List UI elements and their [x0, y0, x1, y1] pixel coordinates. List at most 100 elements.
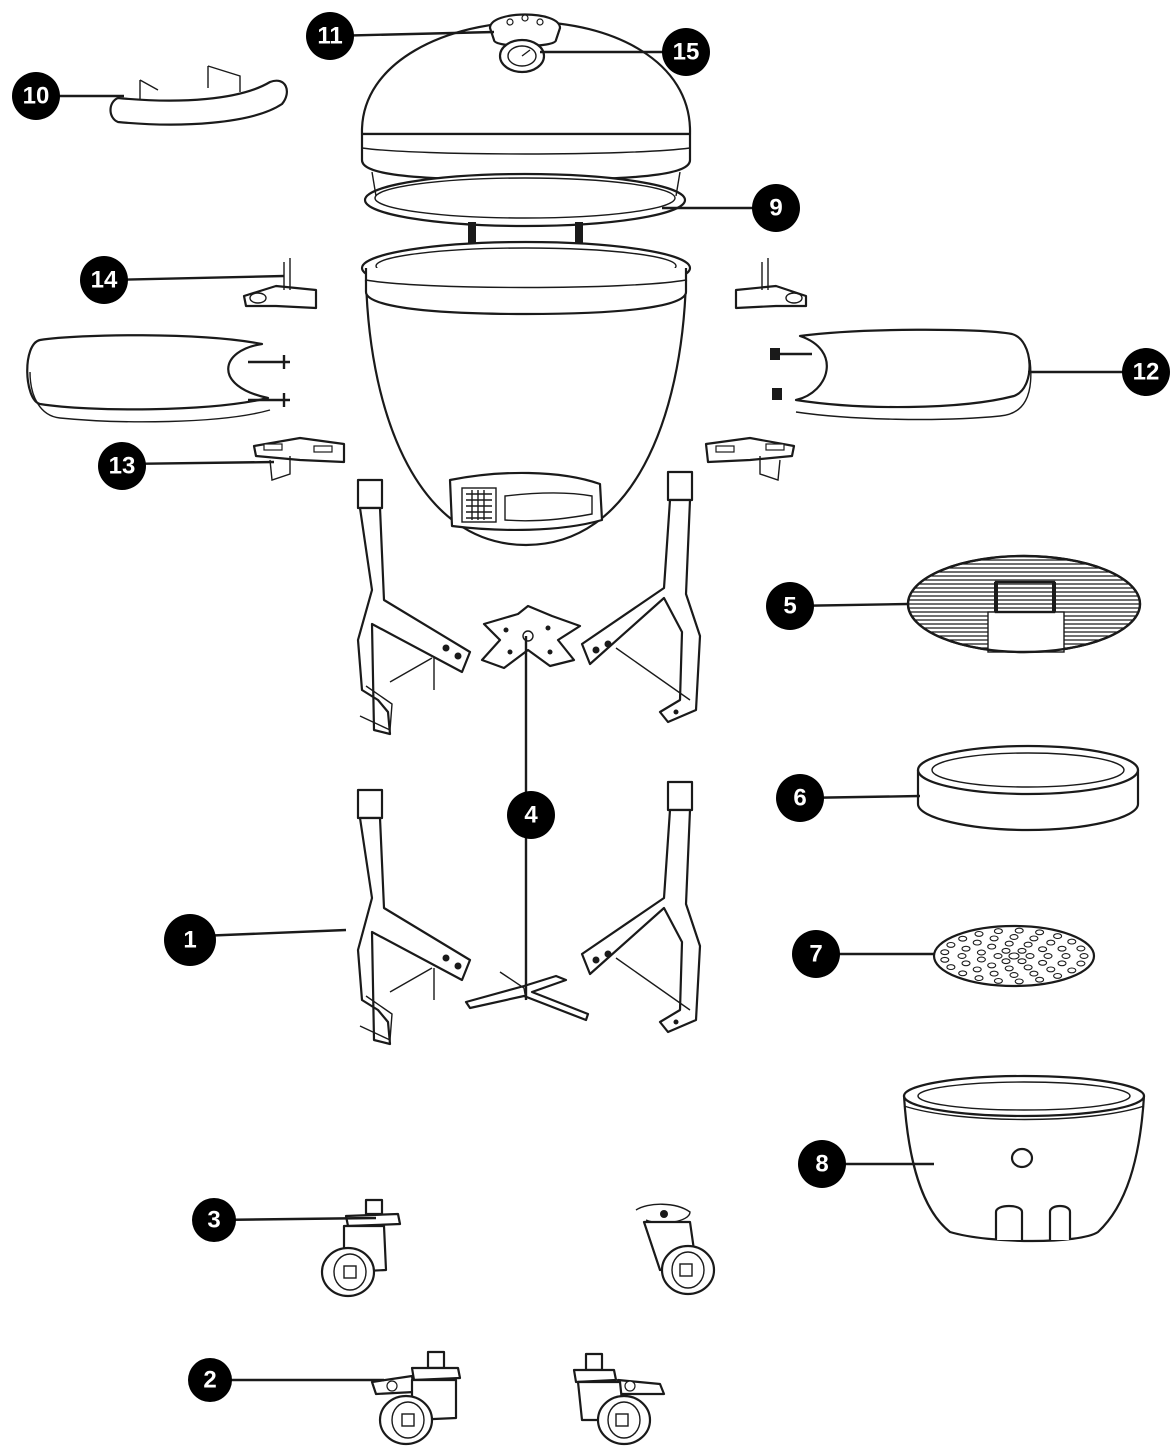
- dome-lid: [360, 20, 692, 228]
- charcoal-plate: [932, 924, 1096, 988]
- plate-hole: [1014, 978, 1024, 985]
- plate-hole: [974, 930, 984, 937]
- lower-shelf-bracket-right: [704, 436, 796, 481]
- callout-5-label: 5: [783, 593, 796, 620]
- plate-hole: [987, 943, 997, 950]
- plate-hole: [946, 964, 956, 971]
- plate-hole: [1029, 970, 1039, 977]
- fire-box: [902, 1074, 1146, 1243]
- callout-15-label: 15: [673, 39, 700, 66]
- callout-1-label: 1: [183, 927, 196, 954]
- side-shelf-right: [770, 328, 1032, 421]
- plate-hole: [1053, 972, 1063, 979]
- plate-hole: [957, 953, 967, 959]
- upper-shelf-bracket-left: [242, 258, 318, 310]
- callout-4: 4: [507, 791, 555, 839]
- plate-hole: [1001, 958, 1011, 965]
- plate-hole: [1008, 952, 1020, 960]
- callout-13-label: 13: [109, 453, 136, 480]
- plate-hole: [1035, 976, 1045, 983]
- callout-7: 7: [792, 930, 840, 978]
- plate-hole: [993, 977, 1003, 984]
- callout-3-label: 3: [207, 1207, 220, 1234]
- plate-hole: [1043, 953, 1053, 959]
- callout-6: 6: [776, 774, 824, 822]
- callout-10: 10: [12, 72, 60, 120]
- stand-leg-lower-right: [580, 780, 702, 1034]
- lid-handle: [109, 65, 288, 126]
- callout-12: 12: [1122, 348, 1170, 396]
- plate-hole: [1038, 959, 1048, 966]
- cooking-grate: [906, 554, 1142, 654]
- callout-14-label: 14: [91, 267, 118, 294]
- plate-hole: [940, 956, 950, 963]
- callout-13: 13: [98, 442, 146, 490]
- plate-hole: [946, 941, 956, 948]
- callout-8: 8: [798, 1140, 846, 1188]
- stand-leg-upper-left: [356, 478, 472, 736]
- callout-1: 1: [164, 914, 216, 966]
- plate-hole: [989, 970, 999, 977]
- plate-hole: [972, 966, 982, 973]
- callout-8-label: 8: [815, 1151, 828, 1178]
- plate-hole: [972, 939, 982, 946]
- callout-5: 5: [766, 582, 814, 630]
- caster-lower-right: [572, 1352, 666, 1446]
- cross-plate-upper: [480, 604, 582, 670]
- plate-hole: [993, 928, 1003, 935]
- plate-hole: [1076, 960, 1086, 967]
- stand-leg-upper-right: [580, 470, 702, 724]
- plate-hole: [1014, 927, 1024, 934]
- plate-hole: [1038, 946, 1048, 953]
- callout-2-label: 2: [203, 1367, 216, 1394]
- callout-11: 11: [306, 12, 354, 60]
- lower-shelf-bracket-left: [252, 436, 346, 481]
- callout-3: 3: [192, 1198, 236, 1242]
- plate-hole: [1017, 947, 1027, 954]
- callout-15: 15: [662, 28, 710, 76]
- plate-hole: [940, 949, 950, 956]
- plate-hole: [993, 953, 1003, 959]
- callout-14: 14: [80, 256, 128, 304]
- plate-hole: [1025, 953, 1035, 959]
- plate-hole: [1046, 939, 1056, 946]
- plate-hole: [1079, 953, 1089, 959]
- caster-upper-left: [320, 1198, 402, 1298]
- callout-4-label: 4: [524, 802, 538, 829]
- plate-hole: [1004, 940, 1014, 947]
- callout-6-label: 6: [793, 785, 806, 812]
- caster-upper-right: [635, 1203, 716, 1296]
- caster-lower-left: [370, 1350, 462, 1446]
- plate-hole: [989, 935, 999, 942]
- callout-11-label: 11: [317, 23, 342, 50]
- plate-hole: [1009, 972, 1019, 978]
- plate-hole: [974, 975, 984, 982]
- plate-hole: [1029, 935, 1039, 942]
- plate-hole: [1001, 947, 1011, 954]
- plate-hole: [1061, 953, 1071, 959]
- callout-7-label: 7: [809, 941, 822, 968]
- callout-10-label: 10: [23, 83, 50, 110]
- plate-hole: [976, 949, 986, 956]
- upper-shelf-bracket-right: [734, 258, 808, 310]
- plate-hole: [1017, 958, 1027, 965]
- top-vent: [488, 13, 562, 48]
- hinge-bars: [468, 222, 583, 252]
- plate-hole: [987, 962, 997, 969]
- plate-hole: [1035, 929, 1045, 936]
- plate-hole: [1076, 945, 1086, 952]
- plate-hole: [1053, 933, 1063, 940]
- ceramic-base: [360, 240, 692, 547]
- plate-hole: [1023, 964, 1033, 971]
- callout-12-label: 12: [1133, 359, 1160, 386]
- plate-hole: [961, 945, 971, 952]
- fire-ring: [916, 744, 1140, 832]
- plate-hole: [1067, 967, 1077, 974]
- callout-9: 9: [752, 184, 800, 232]
- plate-hole: [1067, 938, 1077, 945]
- stand-leg-lower-left: [356, 788, 472, 1046]
- plate-hole: [976, 956, 986, 963]
- plate-hole: [1009, 934, 1019, 940]
- side-shelf-left: [26, 334, 290, 423]
- plate-hole: [1057, 960, 1067, 967]
